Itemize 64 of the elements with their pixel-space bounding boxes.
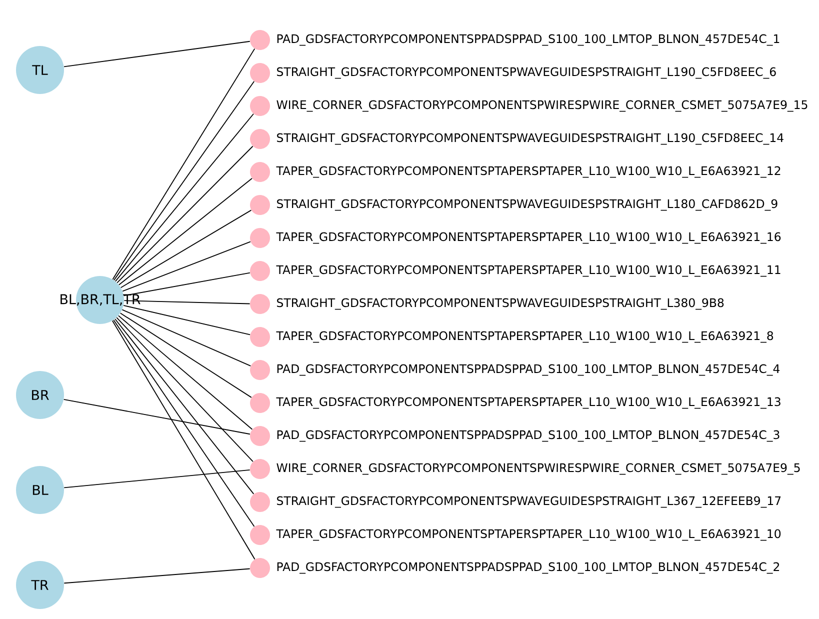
node-label: TAPER_GDSFACTORYPCOMPONENTSPTAPERSPTAPER_L10_W100_W10_L_E6A63921_12 bbox=[276, 166, 780, 178]
node-label: STRAIGHT_GDSFACTORYPCOMPONENTSPWAVEGUIDESPSTRAIGHT_L180_CAFD862D_9 bbox=[277, 199, 778, 211]
node-label: TAPER_GDSFACTORYPCOMPONENTSPTAPERSPTAPER_L10_W100_W10_L_E6A63921_11 bbox=[276, 265, 780, 277]
node-label: PAD_GDSFACTORYPCOMPONENTSPPADSPPAD_S100_100_LMTOP_BLNON_457DE54C_3 bbox=[277, 430, 780, 442]
node-label: TAPER_GDSFACTORYPCOMPONENTSPTAPERSPTAPER_L10_W100_W10_L_E6A63921_13 bbox=[276, 397, 780, 409]
graph-node bbox=[250, 426, 270, 446]
graph-node bbox=[250, 326, 270, 347]
graph-node bbox=[250, 392, 270, 413]
graph-node bbox=[250, 260, 270, 281]
node-label: STRAIGHT_GDSFACTORYPCOMPONENTSPWAVEGUIDESPSTRAIGHT_L367_12EFEEB9_17 bbox=[277, 496, 781, 508]
graph-node bbox=[250, 294, 270, 314]
node-label: PAD_GDSFACTORYPCOMPONENTSPPADSPPAD_S100_100_LMTOP_BLNON_457DE54C_4 bbox=[277, 364, 780, 376]
edge-line bbox=[118, 315, 253, 430]
graph-node bbox=[250, 458, 270, 479]
node-label: BR bbox=[32, 390, 49, 400]
edge-line bbox=[114, 113, 254, 282]
graph-node bbox=[16, 560, 64, 609]
edge-line bbox=[64, 470, 250, 488]
graph-node bbox=[250, 63, 270, 83]
graph-node bbox=[250, 492, 270, 512]
node-label: PAD_GDSFACTORYPCOMPONENTSPPADSPPAD_S100_100_LMTOP_BLNON_457DE54C_2 bbox=[277, 562, 780, 574]
node-label: WIRE_CORNER_GDSFACTORYPCOMPONENTSPWIRESPWIRE_CORNER_CSMET_5075A7E9_5 bbox=[276, 463, 800, 475]
graph-node bbox=[250, 558, 270, 578]
graph-node bbox=[16, 46, 64, 94]
edge-line bbox=[122, 309, 252, 366]
edge-line bbox=[118, 178, 252, 286]
node-label: TR bbox=[31, 580, 48, 590]
node-label: BL,BR,TL,TR bbox=[60, 294, 140, 306]
node-label: STRAIGHT_GDSFACTORYPCOMPONENTSPWAVEGUIDESPSTRAIGHT_L190_C5FD8EEC_14 bbox=[277, 133, 784, 145]
node-label: TAPER_GDSFACTORYPCOMPONENTSPTAPERSPTAPER_L10_W100_W10_L_E6A63921_10 bbox=[276, 529, 781, 541]
graph-node bbox=[250, 128, 270, 149]
node-label: STRAIGHT_GDSFACTORYPCOMPONENTSPWAVEGUIDESPSTRAIGHT_L380_9B8 bbox=[277, 298, 724, 310]
edge-line bbox=[120, 312, 252, 398]
edge-line bbox=[120, 210, 252, 288]
edge-line bbox=[63, 398, 250, 435]
graph-node bbox=[250, 360, 270, 380]
node-label: BL bbox=[32, 485, 48, 495]
edge-line bbox=[122, 241, 251, 292]
edge-line bbox=[116, 146, 254, 284]
node-label: TAPER_GDSFACTORYPCOMPONENTSPTAPERSPTAPER_L10_W100_W10_L_E6A63921_16 bbox=[276, 232, 781, 244]
edge-line bbox=[64, 568, 250, 584]
edge-line bbox=[123, 304, 250, 336]
edge-line bbox=[64, 40, 250, 68]
node-label: WIRE_CORNER_GDSFACTORYPCOMPONENTSPWIRESPWIRE_CORNER_CSMET_5075A7E9_15 bbox=[276, 100, 808, 112]
graph-node bbox=[250, 30, 270, 50]
edge-line bbox=[124, 300, 250, 304]
graph-node bbox=[250, 96, 270, 116]
edge-line bbox=[116, 317, 254, 462]
edge-line bbox=[123, 272, 250, 296]
edge-line bbox=[112, 48, 256, 280]
graph-node bbox=[250, 162, 270, 182]
graph-node bbox=[16, 370, 64, 419]
node-label: TL bbox=[32, 65, 48, 75]
node-label: PAD_GDSFACTORYPCOMPONENTSPPADSPPAD_S100_100_LMTOP_BLNON_457DE54C_1 bbox=[277, 34, 780, 46]
graph-node bbox=[250, 524, 270, 545]
node-label: TAPER_GDSFACTORYPCOMPONENTSPTAPERSPTAPER_L10_W100_W10_L_E6A63921_8 bbox=[276, 331, 774, 343]
graph-node bbox=[250, 228, 270, 248]
graph-node bbox=[16, 466, 64, 514]
edge-line bbox=[112, 320, 256, 560]
edge-line bbox=[114, 80, 255, 281]
edge-line bbox=[114, 318, 254, 494]
edge-line bbox=[113, 320, 255, 527]
graph-node bbox=[250, 195, 270, 215]
node-label: STRAIGHT_GDSFACTORYPCOMPONENTSPWAVEGUIDESPSTRAIGHT_L190_C5FD8EEC_6 bbox=[277, 67, 776, 79]
